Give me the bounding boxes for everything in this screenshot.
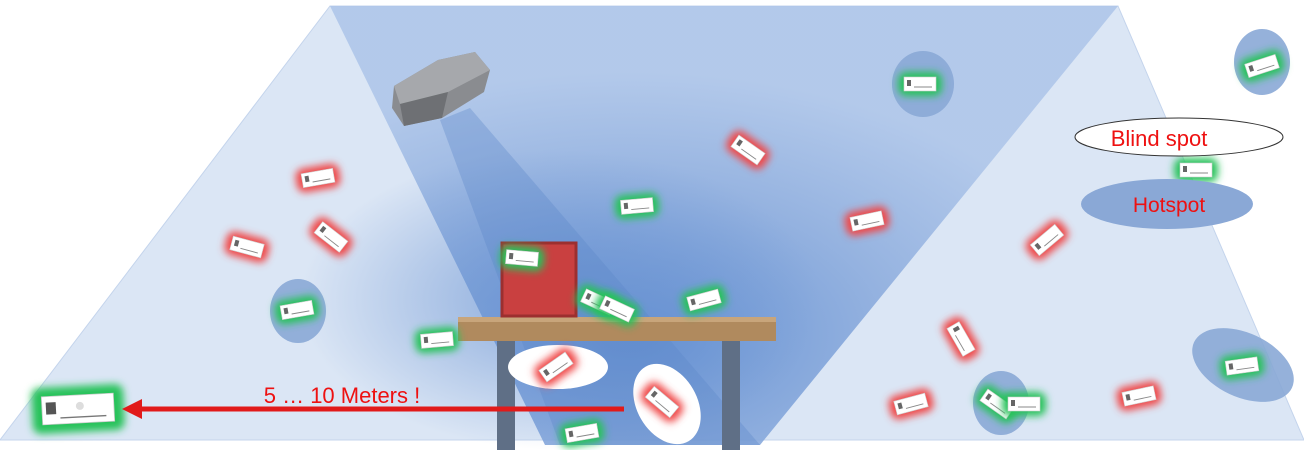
rfid-tag-unread: [1025, 219, 1069, 261]
rfid-tag-read: [681, 284, 727, 316]
legend: Blind spot Hotspot: [1074, 117, 1284, 229]
rfid-tag-read: [414, 326, 460, 354]
rfid-tag-unread: [534, 347, 578, 387]
table-leg: [722, 340, 740, 450]
distance-label: 5 … 10 Meters !: [264, 383, 421, 408]
rfid-reader-antenna: [392, 52, 490, 126]
rfid-tag-unread: [224, 231, 270, 263]
rfid-tag-unread: [1116, 381, 1162, 411]
distance-arrow: [122, 399, 624, 419]
rfid-tag-unread: [942, 316, 980, 362]
table-leg: [497, 340, 515, 450]
rfid-tag-unread: [295, 163, 341, 193]
rfid-tag-read: [274, 295, 320, 325]
distant-tag-read: [31, 384, 125, 434]
rfid-tag-read: [594, 291, 640, 327]
rfid-tag-read: [1219, 352, 1265, 380]
rfid-tag-unread: [309, 217, 353, 257]
legend-blind-spot-swatch: [1074, 117, 1284, 157]
tags-layer: [224, 49, 1285, 448]
rfid-tag-unread: [888, 388, 934, 420]
rfid-tag-read: [499, 244, 545, 272]
rfid-tag-read: [1239, 49, 1285, 83]
rfid-tag-read: [614, 192, 660, 220]
rfid-tag-unread: [640, 381, 684, 423]
rfid-tag-unread: [726, 130, 770, 170]
antenna-beam: [440, 108, 760, 445]
legend-blind-spot-label: Blind spot: [1111, 126, 1208, 151]
rfid-tag-read: [1002, 392, 1046, 416]
rfid-tag-read: [559, 418, 605, 448]
legend-hotspot-swatch: [1081, 179, 1253, 229]
rfid-tag-unread: [844, 206, 890, 236]
rfid-tag-read: [898, 72, 942, 96]
legend-hotspot-label: Hotspot: [1133, 194, 1206, 217]
rfid-tag-read: [1174, 158, 1218, 182]
